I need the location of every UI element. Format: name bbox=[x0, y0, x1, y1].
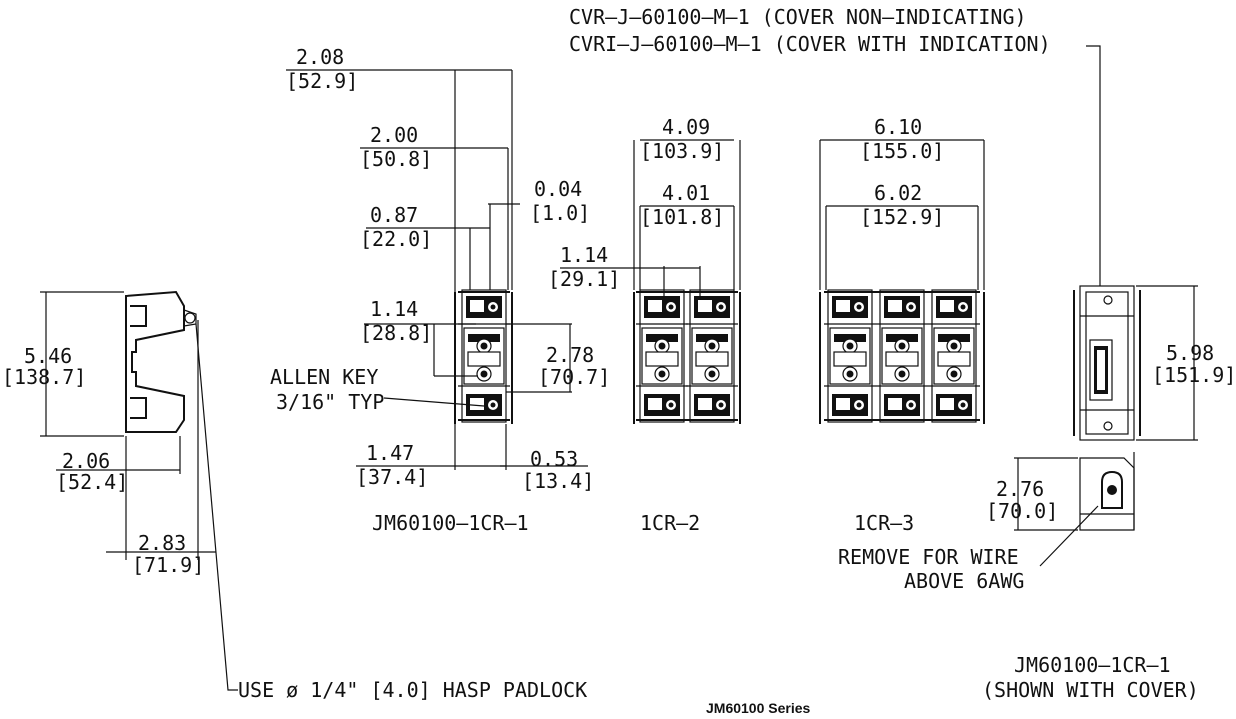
cover-part-indicating: CVRI–J–60100–M–1 (COVER WITH INDICATION) bbox=[569, 32, 1051, 56]
1cr1-gap-in: 0.04 bbox=[534, 177, 582, 201]
side-overall-mm: [71.9] bbox=[132, 553, 204, 577]
cover-view: 5.98 [151.9] 2.76 [70.0] REMOVE FOR WIRE… bbox=[838, 285, 1236, 702]
1cr2-caption: 1CR–2 bbox=[640, 511, 700, 535]
1cr3-body-w-in: 6.02 bbox=[874, 181, 922, 205]
cover-part-non-indicating: CVR–J–60100–M–1 (COVER NON–INDICATING) bbox=[569, 5, 1027, 29]
1cr2-body-w-in: 4.01 bbox=[662, 181, 710, 205]
1cr1-clip-in: 1.14 bbox=[370, 297, 418, 321]
side-height-mm: [138.7] bbox=[2, 365, 86, 389]
cover-depth-in: 2.76 bbox=[996, 477, 1044, 501]
1cr1-offset-mm: [22.0] bbox=[360, 227, 432, 251]
cover-depth-mm: [70.0] bbox=[986, 499, 1058, 523]
1cr3-body-w-mm: [152.9] bbox=[860, 205, 944, 229]
side-depth-in: 2.06 bbox=[62, 449, 110, 473]
cover-caption-1: JM60100–1CR–1 bbox=[1014, 653, 1171, 677]
1cr3-caption: 1CR–3 bbox=[854, 511, 914, 535]
1cr1-mid-h-in: 2.78 bbox=[546, 343, 594, 367]
1cr2-pitch-mm: [29.1] bbox=[548, 267, 620, 291]
side-depth-mm: [52.4] bbox=[56, 470, 128, 494]
view-1cr-2: 4.09 [103.9] 4.01 [101.8] 1.14 [29.1] 1C… bbox=[548, 115, 741, 535]
1cr1-overall-w-mm: [52.9] bbox=[286, 69, 358, 93]
1cr1-edge-in: 0.53 bbox=[530, 447, 578, 471]
1cr2-overall-w-mm: [103.9] bbox=[640, 139, 724, 163]
cover-height-mm: [151.9] bbox=[1152, 363, 1236, 387]
remove-note-2: ABOVE 6AWG bbox=[904, 569, 1024, 593]
cover-caption-2: (SHOWN WITH COVER) bbox=[982, 678, 1199, 702]
view-1cr-1: 2.08 [52.9] 2.00 [50.8] 0.04 [1.0] 0.87 … bbox=[270, 45, 610, 535]
1cr1-edge-mm: [13.4] bbox=[522, 469, 594, 493]
padlock-note: USE ø 1/4" [4.0] HASP PADLOCK bbox=[238, 678, 587, 702]
1cr1-overall-w-in: 2.08 bbox=[296, 45, 344, 69]
1cr1-base-w-mm: [37.4] bbox=[356, 465, 428, 489]
1cr3-overall-w-mm: [155.0] bbox=[860, 139, 944, 163]
1cr1-clip-mm: [28.8] bbox=[360, 321, 432, 345]
1cr1-caption: JM60100–1CR–1 bbox=[372, 511, 529, 535]
1cr2-pitch-in: 1.14 bbox=[560, 243, 608, 267]
side-overall-in: 2.83 bbox=[138, 531, 186, 555]
1cr1-mid-h-mm: [70.7] bbox=[538, 365, 610, 389]
side-height-in: 5.46 bbox=[24, 344, 72, 368]
view-1cr-3: 6.10 [155.0] 6.02 [152.9] 1CR–3 bbox=[819, 115, 985, 535]
allen-key-label-2: 3/16" TYP bbox=[276, 390, 384, 414]
1cr2-overall-w-in: 4.09 bbox=[662, 115, 710, 139]
1cr1-offset-in: 0.87 bbox=[370, 203, 418, 227]
series-title: JM60100 Series bbox=[706, 700, 811, 716]
cover-height-in: 5.98 bbox=[1166, 341, 1214, 365]
1cr3-overall-w-in: 6.10 bbox=[874, 115, 922, 139]
side-view: 5.46 [138.7] 2.06 [52.4] 2.83 [71.9] USE… bbox=[2, 290, 587, 702]
1cr2-body-w-mm: [101.8] bbox=[640, 205, 724, 229]
1cr1-body-w-in: 2.00 bbox=[370, 123, 418, 147]
1cr1-gap-mm: [1.0] bbox=[530, 201, 590, 225]
1cr1-base-w-in: 1.47 bbox=[366, 441, 414, 465]
remove-note-1: REMOVE FOR WIRE bbox=[838, 545, 1019, 569]
allen-key-label-1: ALLEN KEY bbox=[270, 365, 378, 389]
1cr1-body-w-mm: [50.8] bbox=[360, 147, 432, 171]
